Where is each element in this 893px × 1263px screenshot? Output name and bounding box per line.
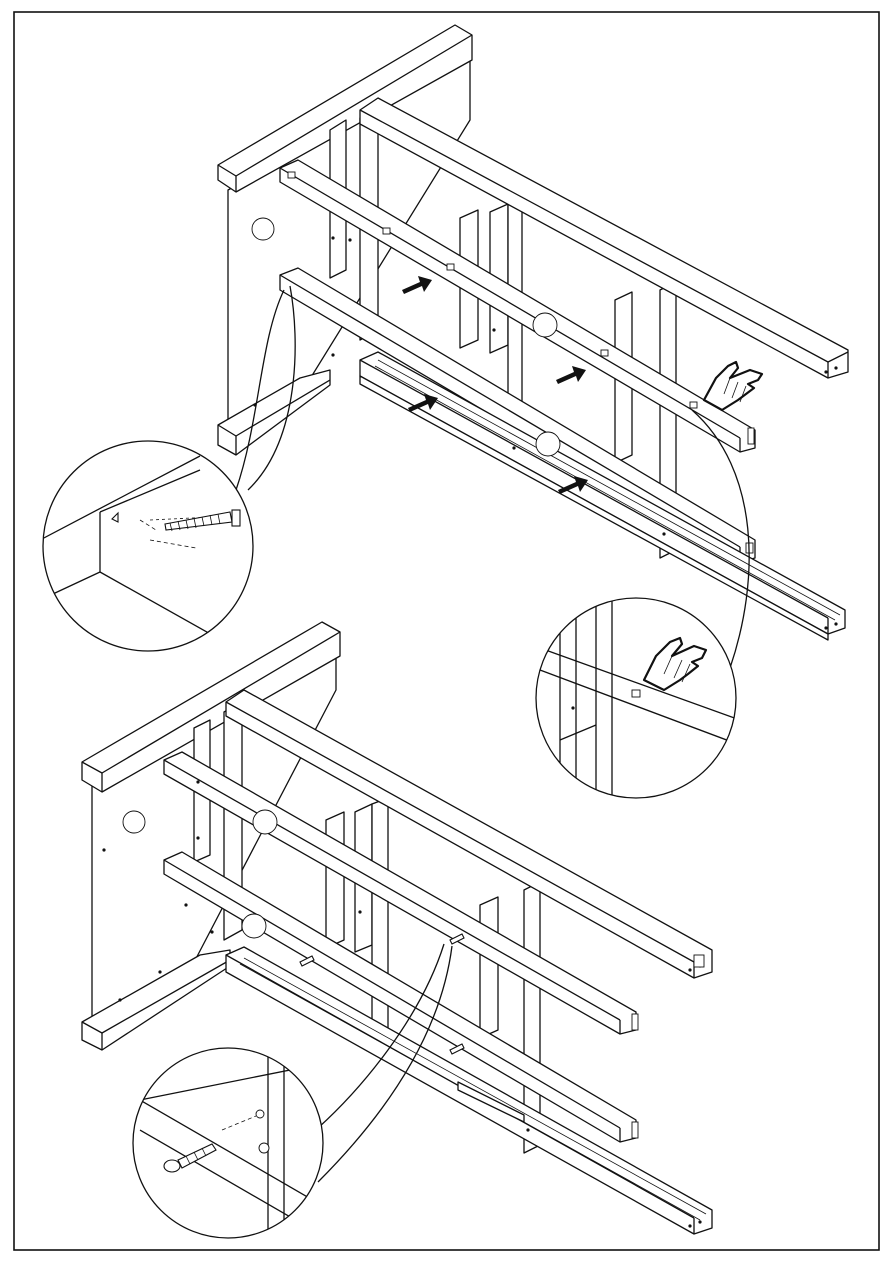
screw-insertion-detail — [133, 1040, 340, 1250]
cam-lock-tighten-detail — [536, 598, 740, 800]
dowel-and-cam-screw-detail — [40, 441, 253, 651]
upper-cam-hole-left — [252, 218, 274, 240]
hand-pointer-icon — [704, 362, 762, 410]
lower-cam-hole-left — [123, 811, 145, 833]
lower-cam-hole-mid — [253, 810, 277, 834]
lower-cam-hole-low — [242, 914, 266, 938]
upper-cam-hole-mid — [533, 313, 557, 337]
lower-upright-6 — [480, 897, 498, 1038]
upper-bottom-rail-b — [360, 376, 828, 640]
arrow-icon — [556, 366, 586, 384]
upper-cam-hole-low — [536, 432, 560, 456]
arrow-icon — [402, 276, 432, 294]
upper-step-assembly — [218, 25, 848, 668]
lower-upright-3 — [326, 812, 344, 948]
upper-top-long-beam — [360, 98, 848, 378]
lower-upright-5 — [372, 798, 388, 1052]
